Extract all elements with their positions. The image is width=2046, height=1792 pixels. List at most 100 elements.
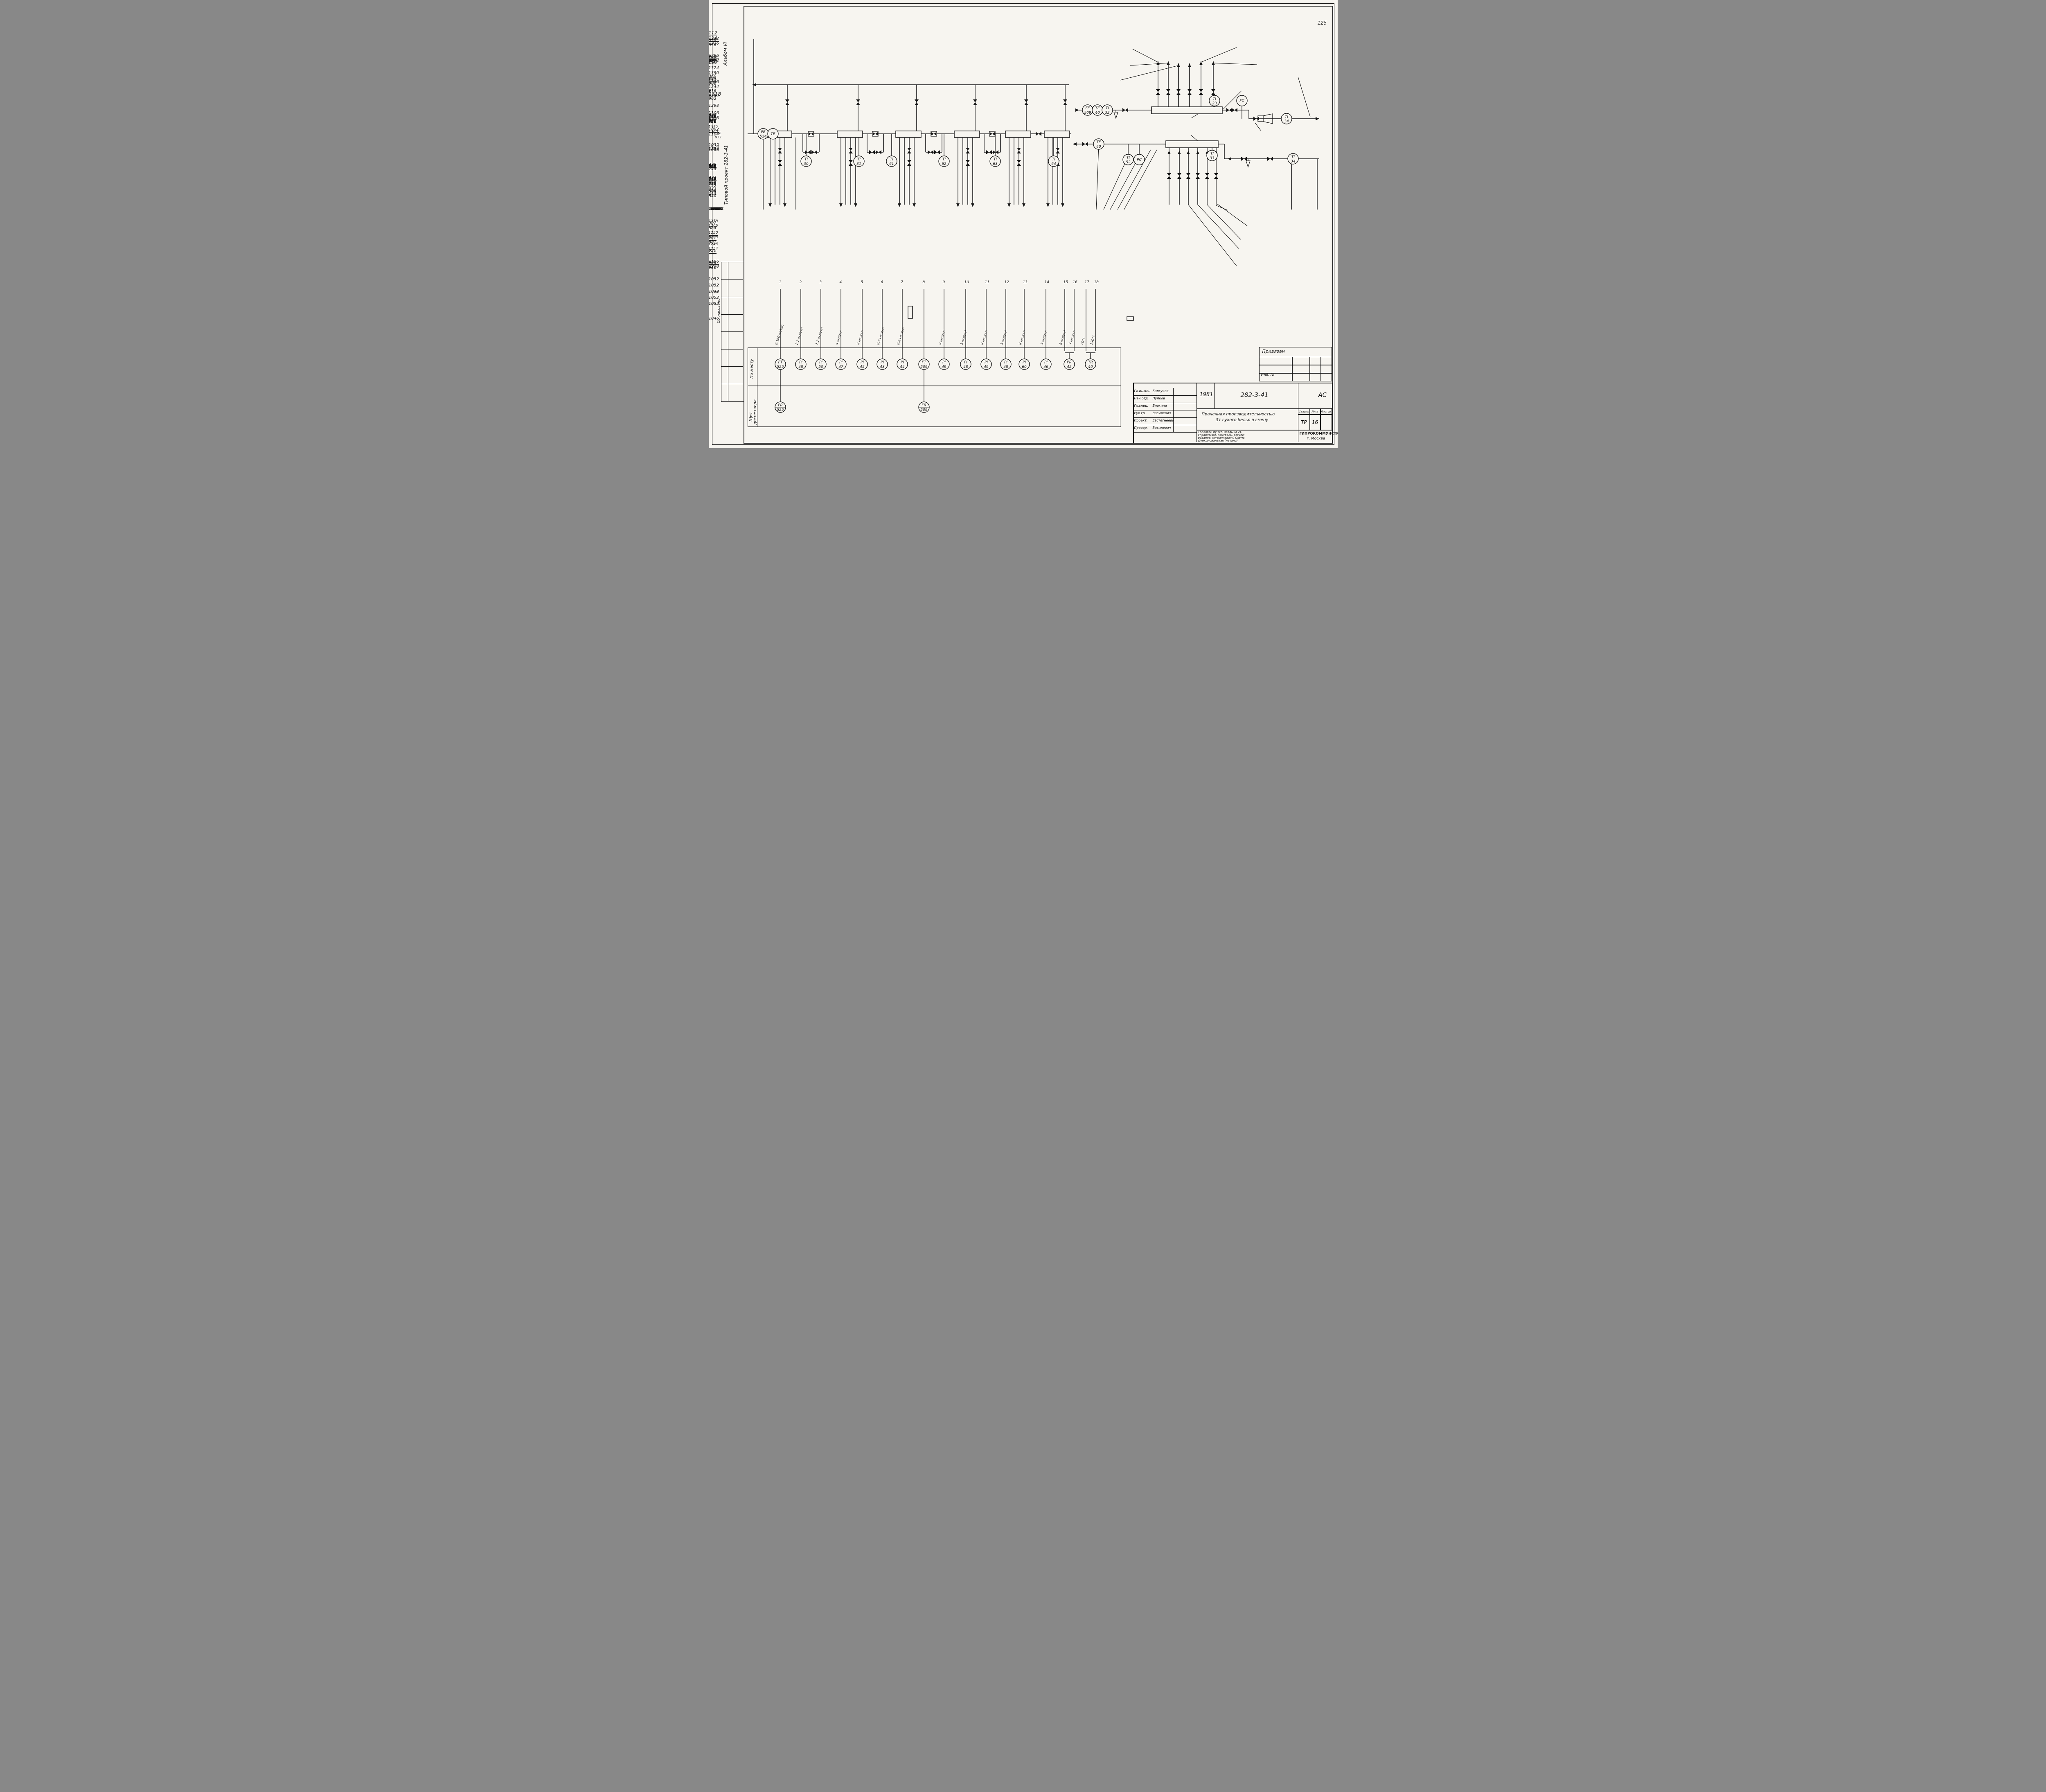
- diagram-label: 205: [708, 165, 717, 170]
- valve-icon: [1035, 132, 1041, 136]
- diagram-label: 331: [710, 207, 717, 211]
- pipe-line: [1000, 134, 1001, 152]
- diagram-label: 1226: [713, 131, 721, 135]
- pipe-line: [840, 137, 841, 205]
- instrument-number: 40: [1095, 111, 1100, 115]
- pipe-line: [1189, 63, 1190, 107]
- diagram-label: 665: [708, 164, 717, 169]
- pipe-line: [753, 39, 754, 134]
- diagram-label: 1052: [708, 283, 719, 288]
- pipe-line: [1018, 137, 1019, 205]
- diagram-label: 884: [708, 77, 717, 82]
- diagram-label: 152: [708, 184, 717, 188]
- tb-desc-4: функциональная (начало): [1198, 439, 1238, 442]
- attach-grid-cell: [1259, 357, 1293, 366]
- stamp-row-line: [721, 366, 743, 367]
- valve-icon: [1156, 89, 1160, 95]
- pipe-line: [1138, 144, 1140, 154]
- pipe-line: [1053, 134, 1054, 156]
- instrument-circle: [1018, 358, 1030, 370]
- tb-h1: [1196, 408, 1331, 409]
- valve-icon: [777, 148, 782, 153]
- inv-label: Инв. №: [1261, 373, 1275, 377]
- diagram-label: 122: [708, 55, 717, 61]
- attach-grid-cell: [1309, 365, 1321, 374]
- pipe-line: [1025, 85, 1027, 134]
- pipe-line: [1212, 61, 1214, 107]
- valve-icon: [907, 160, 911, 166]
- pipe-line: [1057, 137, 1058, 205]
- flow-arrow-icon: [956, 203, 960, 207]
- attach-grid-cell: [1320, 357, 1332, 366]
- diagram-label: 1222: [708, 36, 719, 42]
- pipe-line: [866, 134, 868, 152]
- instrument-circle: [980, 358, 992, 370]
- collector-box: [1151, 106, 1223, 114]
- leader-line: [1217, 203, 1247, 226]
- diagram-label: 956: [708, 54, 717, 60]
- instrument-circle: [886, 156, 897, 167]
- instrument-number: 43: [880, 365, 885, 369]
- valve-icon: [992, 150, 998, 154]
- stage-value: [1320, 414, 1332, 431]
- flow-arrow-icon: [1075, 108, 1079, 112]
- page-number: 125: [1317, 20, 1327, 26]
- instrument-circle: [1287, 153, 1299, 165]
- instrument-circle: [1048, 156, 1059, 167]
- signal-line-number: 11: [985, 280, 989, 284]
- pipe-line: [904, 137, 905, 205]
- instrument-tag: TI: [1052, 158, 1055, 162]
- diagram-label: 973: [715, 135, 721, 139]
- instrument-number: 40: [1088, 365, 1093, 369]
- valve-icon: [777, 160, 782, 166]
- diagram-label: 797: [708, 113, 717, 118]
- diagram-label: 150: [708, 60, 717, 65]
- diagram-label: 1032: [708, 302, 719, 306]
- valve-icon: [875, 150, 881, 154]
- attach-grid-cell: [1291, 372, 1310, 381]
- flow-arrow-icon: [1167, 151, 1171, 154]
- signal-line: [1090, 353, 1091, 359]
- instrument-tag: PI: [964, 361, 967, 365]
- diagram-label: 734: [708, 176, 717, 181]
- pipe-line: [916, 85, 917, 134]
- strip-row-remote-label-1: Щит: [748, 412, 753, 422]
- signal-line: [1064, 289, 1065, 351]
- leader-line: [1197, 204, 1239, 249]
- tb-v2: [1214, 383, 1215, 408]
- diagram-label: 433: [708, 191, 717, 195]
- instrument-circle: [960, 358, 971, 370]
- diagram-label: 1048: [708, 289, 719, 294]
- diagram-label: 355: [708, 164, 717, 169]
- leader-line: [1132, 49, 1158, 63]
- signal-line-number: 13: [1023, 280, 1028, 284]
- diagram-label: 310: [708, 182, 717, 186]
- pipe-line: [769, 137, 771, 205]
- diagram-label: 435: [708, 164, 717, 169]
- diagram-label: 114: [708, 36, 717, 41]
- instrument-tag: PI: [860, 361, 863, 365]
- diagram-label: 960: [708, 74, 717, 79]
- stamp-row-line: [721, 314, 743, 315]
- flow-arrow-icon: [752, 83, 756, 86]
- instrument-number: 525: [777, 365, 784, 369]
- flow-arrow-icon: [1315, 117, 1319, 120]
- diagram-label: 210: [709, 207, 717, 211]
- pipe-line: [1023, 137, 1024, 205]
- diagram-label: 831: [708, 164, 717, 169]
- diagram-label: 1318: [708, 91, 721, 97]
- instrument-number: 30: [804, 162, 809, 166]
- diagram-label: 1032: [708, 143, 719, 147]
- diagram-label: 541: [708, 194, 717, 198]
- flow-arrow-icon: [1022, 203, 1025, 207]
- signature-divider: [1173, 417, 1174, 425]
- pipe-line: [747, 347, 1121, 348]
- instrument-tag: PR: [1067, 361, 1072, 365]
- diagram-label: 534: [708, 189, 717, 194]
- signature-name: Пупков: [1152, 397, 1165, 400]
- diagram-label: 1118: [708, 116, 719, 120]
- leader-line: [1130, 63, 1168, 66]
- diagram-label: 1032: [708, 289, 719, 294]
- instrument-number: 31: [856, 162, 861, 166]
- flow-arrow-icon: [971, 203, 974, 207]
